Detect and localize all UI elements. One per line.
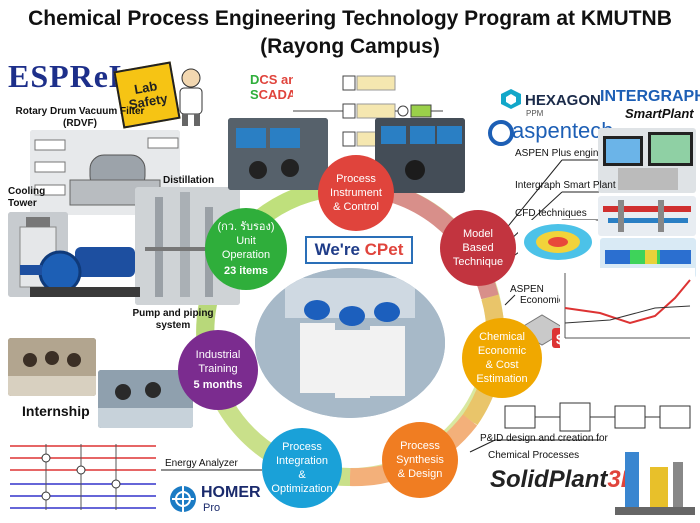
internship-label: Internship	[22, 403, 90, 419]
rdvf-label: Rotary Drum Vacuum Filter (RDVF)	[15, 106, 145, 129]
solidplant-logo: SolidPlant3D	[490, 466, 639, 493]
pump-image	[20, 232, 150, 307]
homer-pro-label: Pro	[203, 502, 221, 514]
cfd-label: CFD techniques	[515, 208, 587, 219]
hexagon-ppm-label: PPM	[526, 109, 544, 118]
energy-analyzer-label: Energy Analyzer	[165, 458, 238, 469]
cost-curve-chart	[560, 268, 695, 348]
internship-photo-2	[98, 370, 193, 428]
smart-plant-3d-image	[598, 196, 696, 236]
chemical-processes-label: Chemical Processes	[488, 450, 580, 461]
intergraph-logo: INTERGRAPH	[600, 88, 700, 105]
cooling-tower-label: Cooling Tower	[8, 186, 46, 209]
pump-label: Pump and piping system	[132, 308, 214, 331]
hexagon-logo: HEXAGON	[525, 92, 601, 109]
pid-design-label: P&ID design and creation for	[480, 433, 608, 444]
smartplant-logo: SmartPlant	[625, 106, 694, 121]
node-process-integration: Process Integration & Optimization	[262, 428, 342, 508]
homer-globe-icon	[168, 484, 198, 514]
cpet-badge: We're CPet	[305, 236, 413, 264]
team-photo	[255, 268, 445, 418]
node-chemical-economic: Chemical Economic & Cost Estimation	[462, 318, 542, 398]
aspen-plus-screens	[598, 128, 696, 193]
esprel-logo: ESPReL	[8, 58, 132, 94]
homer-logo: HOMER	[201, 484, 261, 501]
aspen-plus-label: ASPEN Plus engineering	[515, 148, 627, 159]
node-model-based: Model Based Technique	[440, 210, 516, 286]
aspentech-logo: aspentech	[512, 118, 614, 143]
dcs-scada-label: DCS and SCADA	[250, 72, 305, 102]
node-process-control: Process Instrument & Control	[318, 155, 394, 231]
intergraph-smart-plant-label: Intergraph Smart Plant	[515, 180, 616, 191]
node-industrial-training: Industrial Training 5 months	[178, 330, 258, 410]
page-title-line2: (Rayong Campus)	[260, 35, 440, 58]
control-room-photo-1	[228, 118, 328, 190]
aspentech-icon	[488, 120, 514, 146]
plant-3d-model-image	[615, 442, 695, 518]
cfd-image-1	[518, 220, 598, 265]
process-flow-diagram	[500, 398, 695, 438]
node-process-synthesis: Process Synthesis & Design	[382, 422, 458, 498]
scientist-cartoon-icon	[172, 66, 210, 128]
hexagon-icon	[500, 88, 522, 110]
node-unit-operation: (กว. รับรอง) Unit Operation 23 items	[205, 208, 287, 290]
aspen-label: ASPEN	[510, 284, 544, 295]
page-title-line1: Chemical Process Engineering Technology …	[28, 7, 672, 30]
distillation-label: Distillation	[163, 175, 215, 186]
energy-network-diagram	[6, 436, 161, 518]
internship-photo-1	[8, 338, 96, 396]
